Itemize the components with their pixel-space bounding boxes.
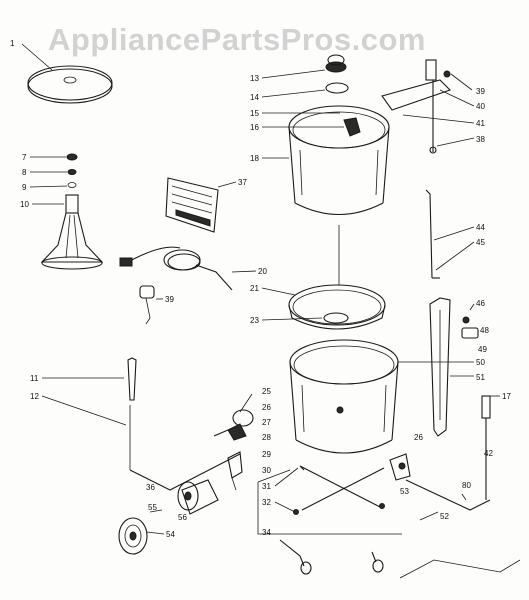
part-21-base [261,225,386,330]
label-39-left: 39 [165,295,174,304]
part-11-rod [41,357,241,491]
label-50: 50 [476,358,485,367]
part-labels: 1 7 8 9 10 11 12 13 14 15 16 18 20 21 23… [10,39,511,539]
label-30: 30 [262,466,271,475]
label-14: 14 [250,93,259,102]
label-23: 23 [250,316,259,325]
label-46: 46 [476,299,485,308]
label-32: 32 [262,498,271,507]
label-52: 52 [440,512,449,521]
label-21: 21 [250,284,259,293]
drive-bracket [389,453,521,579]
label-26-left: 26 [262,403,271,412]
label-10: 10 [20,200,29,209]
label-25: 25 [262,387,271,396]
agitator-assembly [29,153,104,270]
label-37: 37 [238,178,247,187]
label-42: 42 [484,449,493,458]
label-7: 7 [22,153,27,162]
part-1-cap [21,43,113,104]
label-11: 11 [30,374,39,383]
part-37-filter [165,177,237,233]
part-44-rod [425,189,475,279]
label-9: 9 [22,183,27,192]
label-31: 31 [262,482,271,491]
label-1: 1 [10,39,15,48]
label-29: 29 [262,450,271,459]
label-48: 48 [480,326,489,335]
label-40: 40 [476,102,485,111]
label-56: 56 [178,513,187,522]
part-51-panel [429,297,479,437]
label-20: 20 [258,267,267,276]
part-18-tub [262,105,390,216]
top-right-bracket [381,59,475,154]
label-36: 36 [146,483,155,492]
label-34: 34 [262,528,271,537]
label-13: 13 [250,74,259,83]
label-26-right: 26 [414,433,423,442]
label-55: 55 [148,503,157,512]
label-16: 16 [250,123,259,132]
label-27: 27 [262,418,271,427]
label-44: 44 [476,223,485,232]
part-50-outer-tub [289,339,474,454]
label-12: 12 [30,392,39,401]
label-39-right: 39 [476,87,485,96]
watermark: AppliancePartsPros.com [48,22,426,57]
part-54-pulley [118,509,165,555]
motor-assembly [177,451,243,515]
label-45: 45 [476,238,485,247]
label-8: 8 [22,168,27,177]
part-39-switch [139,285,163,325]
label-80: 80 [462,481,471,490]
label-53: 53 [400,487,409,496]
casters [279,539,384,575]
part-20-power-cord [119,246,257,291]
top-fittings [261,54,361,137]
label-49: 49 [478,345,487,354]
label-17: 17 [502,392,511,401]
label-38: 38 [476,135,485,144]
label-28: 28 [262,433,271,442]
pump-assembly [213,393,254,441]
label-54: 54 [166,530,175,539]
part-42-rod [481,395,500,500]
label-51: 51 [476,373,485,382]
base-frame [257,465,402,535]
label-18: 18 [250,154,259,163]
label-15: 15 [250,109,259,118]
label-41: 41 [476,119,485,128]
